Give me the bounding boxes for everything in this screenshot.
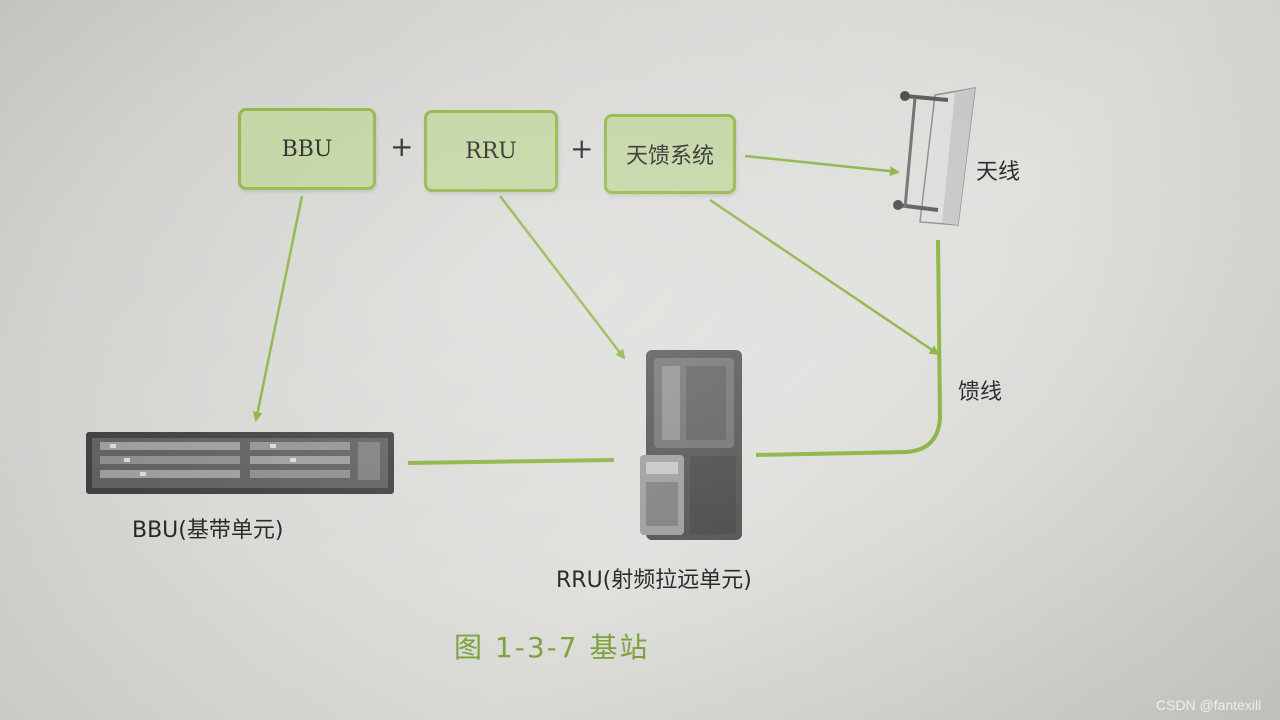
arrow-rru-to-device [499, 195, 626, 360]
rru-device-label: RRU(射频拉远单元) [556, 568, 752, 593]
rru-device-icon [640, 350, 742, 540]
bbu-device-label: BBU(基带单元) [132, 518, 284, 543]
arrow-bbu-to-device [252, 195, 304, 422]
bbu-rru-cable [407, 458, 615, 465]
bbu-box: BBU [238, 108, 376, 190]
plus-sign-1: + [390, 130, 414, 163]
watermark: CSDN @fantexill [1156, 697, 1262, 713]
figure-caption: 图 1-3-7 基站 [454, 631, 650, 664]
antenna-system-box: 天馈系统 [604, 114, 736, 194]
bbu-device-icon [86, 432, 394, 494]
arrow-system-to-antenna [744, 154, 900, 177]
feeder-label: 馈线 [958, 380, 1003, 405]
antenna-device-icon [893, 87, 976, 226]
feeder-cable [755, 239, 943, 457]
arrow-system-to-feeder [709, 198, 940, 356]
rru-box: RRU [424, 110, 558, 192]
bbu-box-label: BBU [281, 136, 333, 162]
rru-box-label: RRU [465, 138, 517, 164]
plus-sign-2: + [570, 132, 594, 165]
antenna-system-box-label: 天馈系统 [625, 144, 714, 169]
antenna-label: 天线 [976, 160, 1021, 185]
